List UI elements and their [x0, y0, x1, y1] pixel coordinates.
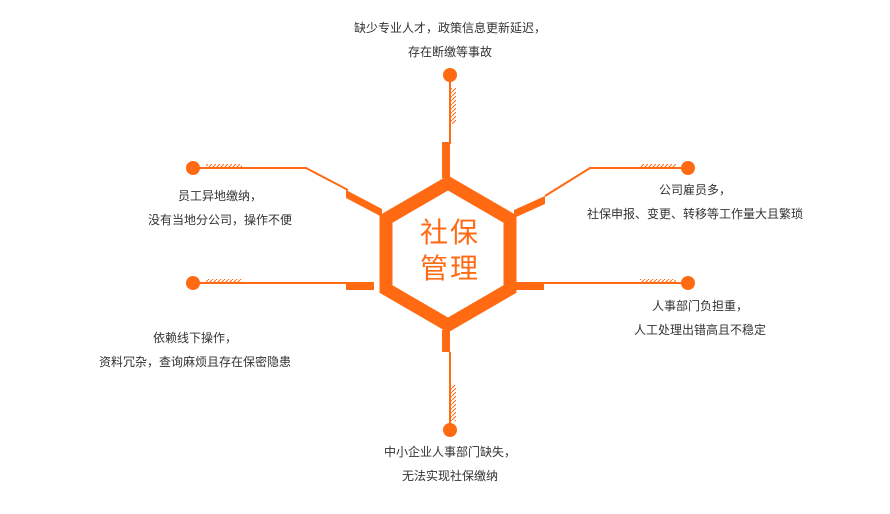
issue-lower-right-line1: 人事部门负担重，	[651, 299, 748, 313]
issue-lower-right: 人事部门负担重， 人工处理出错高且不稳定	[580, 294, 820, 342]
center-title-line2: 管理	[419, 252, 480, 285]
issue-lower-left-line2: 资料冗杂，查询麻烦且存在保密隐患	[98, 355, 291, 369]
issue-top-line2: 存在断缴等事故	[407, 45, 492, 59]
dot-bottom	[443, 423, 457, 437]
dot-upper-right	[681, 161, 695, 175]
center-title-line1: 社保	[419, 216, 480, 249]
issue-top: 缺少专业人才，政策信息更新延迟， 存在断缴等事故	[330, 16, 570, 64]
issue-upper-left-line1: 员工异地缴纳，	[177, 189, 262, 203]
issue-upper-right-line1: 公司雇员多，	[658, 183, 731, 197]
issue-top-line1: 缺少专业人才，政策信息更新延迟，	[353, 21, 546, 35]
issue-bottom: 中小企业人事部门缺失， 无法实现社保缴纳	[330, 440, 570, 488]
dot-upper-left	[186, 161, 200, 175]
hexagon-frame	[379, 175, 517, 333]
center-title: 社保 管理	[395, 215, 505, 287]
hexagon-brackets	[346, 142, 545, 352]
issue-bottom-line1: 中小企业人事部门缺失，	[383, 445, 516, 459]
issue-upper-right-line2: 社保申报、变更、转移等工作量大且繁琐	[586, 207, 803, 221]
issue-upper-left: 员工异地缴纳， 没有当地分公司，操作不便	[100, 184, 340, 232]
dot-lower-left	[186, 276, 200, 290]
issue-upper-left-line2: 没有当地分公司，操作不便	[147, 213, 292, 227]
dot-lower-right	[681, 276, 695, 290]
dot-top	[443, 68, 457, 82]
issue-upper-right: 公司雇员多， 社保申报、变更、转移等工作量大且繁琐	[560, 178, 830, 226]
issue-lower-left-line1: 依赖线下操作，	[152, 331, 237, 345]
hatch-accents	[206, 88, 676, 421]
issue-lower-left: 依赖线下操作， 资料冗杂，查询麻烦且存在保密隐患	[70, 326, 320, 374]
endpoint-dots	[186, 68, 695, 437]
issue-lower-right-line2: 人工处理出错高且不稳定	[633, 323, 766, 337]
issue-bottom-line2: 无法实现社保缴纳	[401, 469, 498, 483]
